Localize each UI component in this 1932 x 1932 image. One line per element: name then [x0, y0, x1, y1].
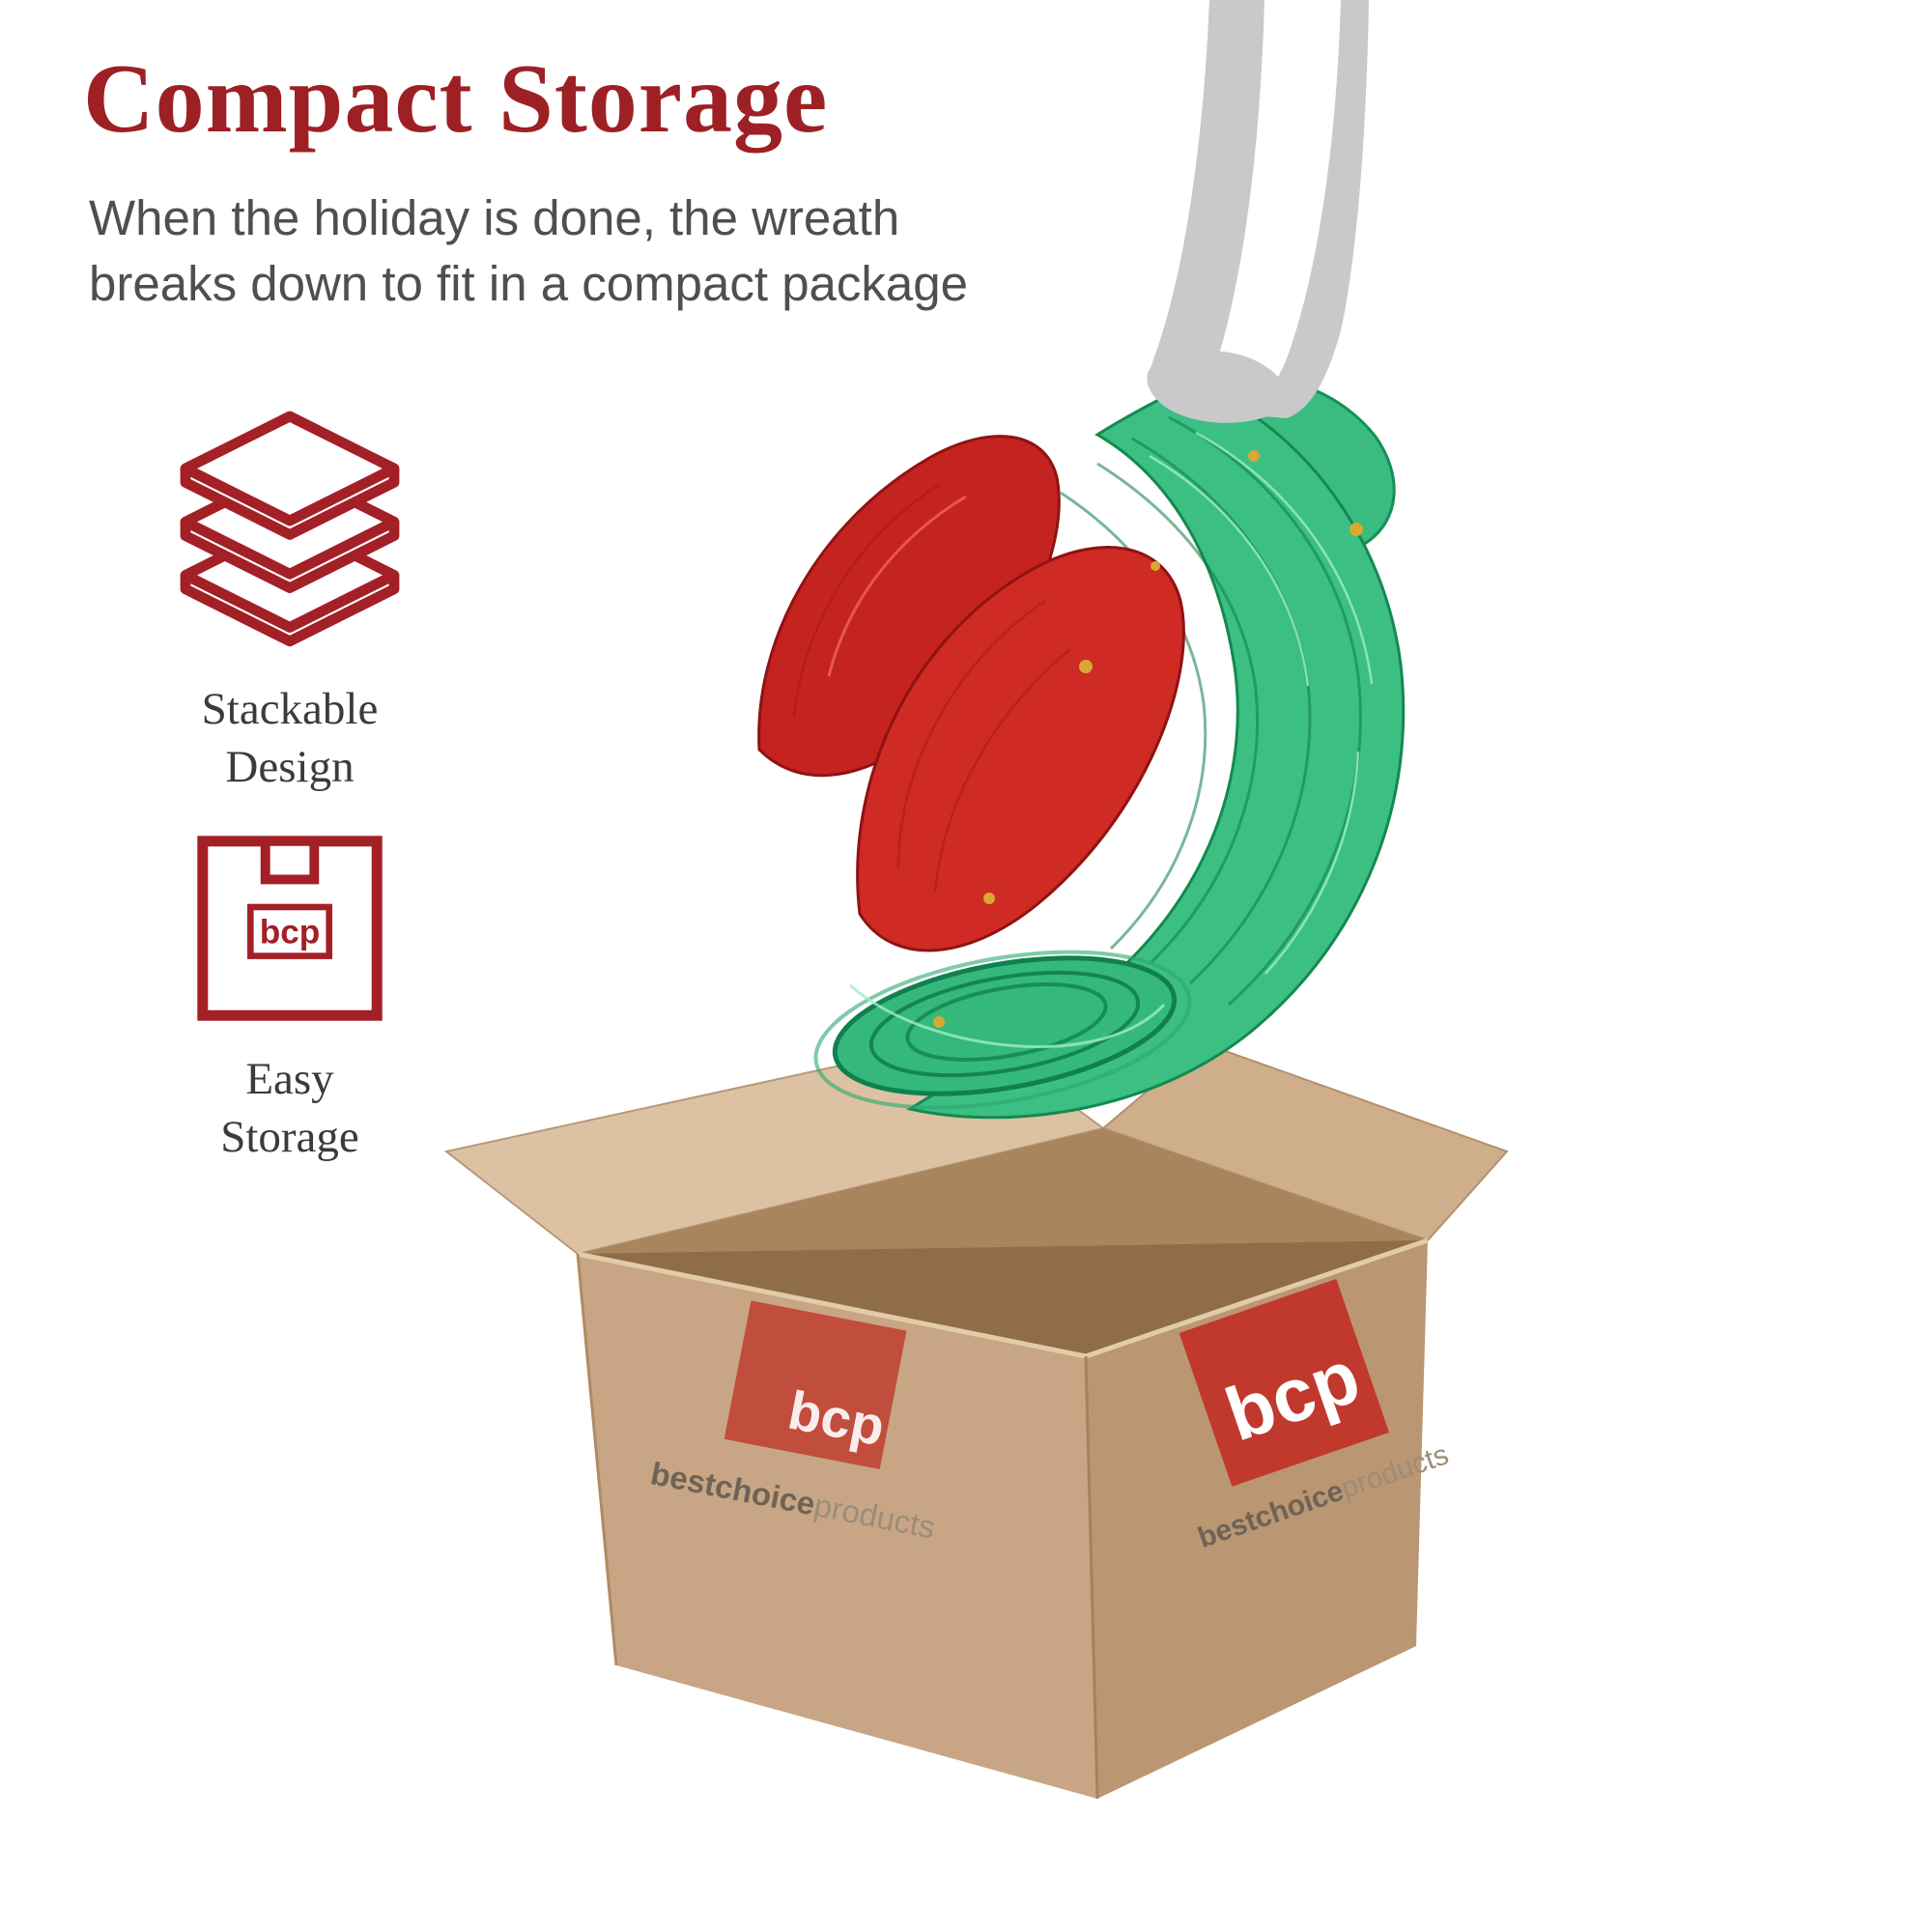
- red-bow: [757, 435, 1185, 952]
- hand-silhouette: [1147, 0, 1369, 423]
- hand-fingers: [1147, 351, 1287, 423]
- page-title: Compact Storage: [83, 44, 829, 154]
- box-logo-side-square: [1179, 1279, 1390, 1487]
- bow-highlight: [827, 495, 967, 677]
- box-front-wall: [578, 1254, 1097, 1799]
- feature-stackable-design: Stackable Design: [130, 411, 449, 796]
- bcp-logo-text: bcp: [260, 913, 321, 951]
- feature-label-easy-storage: Easy Storage: [220, 1054, 359, 1163]
- bow-texture-lines: [792, 483, 1071, 894]
- wreath-coil: [813, 950, 1192, 1110]
- box-logo-front-square: [724, 1300, 907, 1469]
- stackable-layers-icon: [180, 411, 400, 647]
- wreath-highlight-lines: [1149, 431, 1374, 975]
- gold-lights: [933, 450, 1363, 1028]
- storage-box-icon: bcp: [197, 836, 383, 1021]
- box-inside-shadow: [578, 1240, 1428, 1356]
- feature-label-stackable: Stackable Design: [201, 684, 379, 793]
- box-left-corner-edge: [576, 1253, 618, 1666]
- box-front-corner-edge: [1084, 1355, 1099, 1800]
- bow-loop-lower: [856, 546, 1185, 952]
- page-subtitle: When the holiday is done, the wreath bre…: [89, 190, 969, 312]
- cardboard-box: bcp bestchoiceproducts bcp bestchoicepro…: [443, 1034, 1509, 1800]
- feature-easy-storage: bcp Easy Storage: [130, 833, 449, 1166]
